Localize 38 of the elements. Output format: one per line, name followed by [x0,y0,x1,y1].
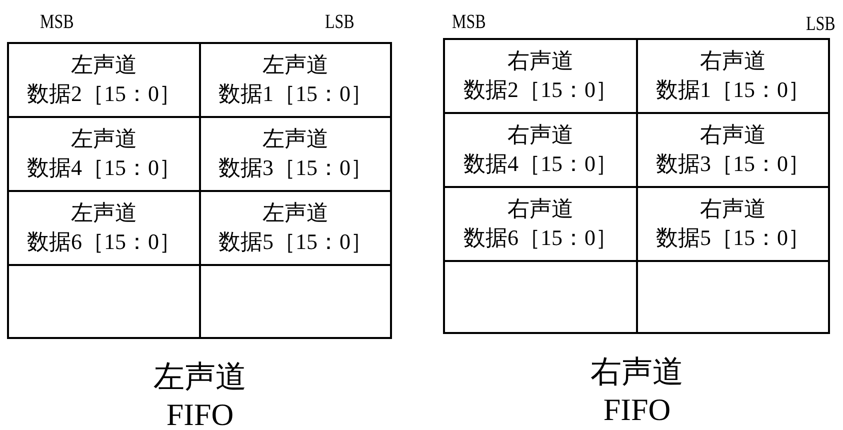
channel-label: 左声道 [71,199,137,228]
empty-cell [443,260,638,334]
data-label: 数据3［15：0］ [218,154,372,182]
data-label: 数据6［15：0］ [464,224,618,252]
channel-label: 右声道 [700,121,766,150]
data-label: 数据2［15：0］ [27,80,181,108]
channel-label: 左声道 [262,199,328,228]
empty-cell [636,260,830,334]
data-label: 数据5［15：0］ [656,224,810,252]
bit-order-label: LSB [806,12,836,36]
data-label: 数据4［15：0］ [27,154,181,182]
channel-label: 左声道 [71,125,137,154]
data-cell [636,38,830,114]
fifo-caption: 左声道 FIFO [152,358,248,430]
data-cell [199,42,392,118]
empty-cell [7,264,201,339]
channel-label: 右声道 [508,195,574,224]
data-label: 数据4［15：0］ [464,150,618,178]
data-label: 数据5［15：0］ [218,228,372,256]
data-cell [443,38,638,114]
bit-order-label: MSB [40,10,74,34]
channel-label: 右声道 [700,47,766,76]
bit-order-label: MSB [452,10,486,34]
data-label: 数据6［15：0］ [27,228,181,256]
data-label: 数据1［15：0］ [656,76,810,104]
channel-label: 右声道 [508,121,574,150]
channel-label: 左声道 [262,125,328,154]
data-label: 数据3［15：0］ [656,150,810,178]
empty-cell [199,264,392,339]
channel-label: 右声道 [508,47,574,76]
data-label: 数据2［15：0］ [464,76,618,104]
fifo-caption: 右声道 FIFO [590,353,684,429]
channel-label: 左声道 [71,51,137,80]
data-cell [7,42,201,118]
channel-label: 左声道 [262,51,328,80]
data-label: 数据1［15：0］ [218,80,372,108]
channel-label: 右声道 [700,195,766,224]
bit-order-label: LSB [325,10,354,34]
